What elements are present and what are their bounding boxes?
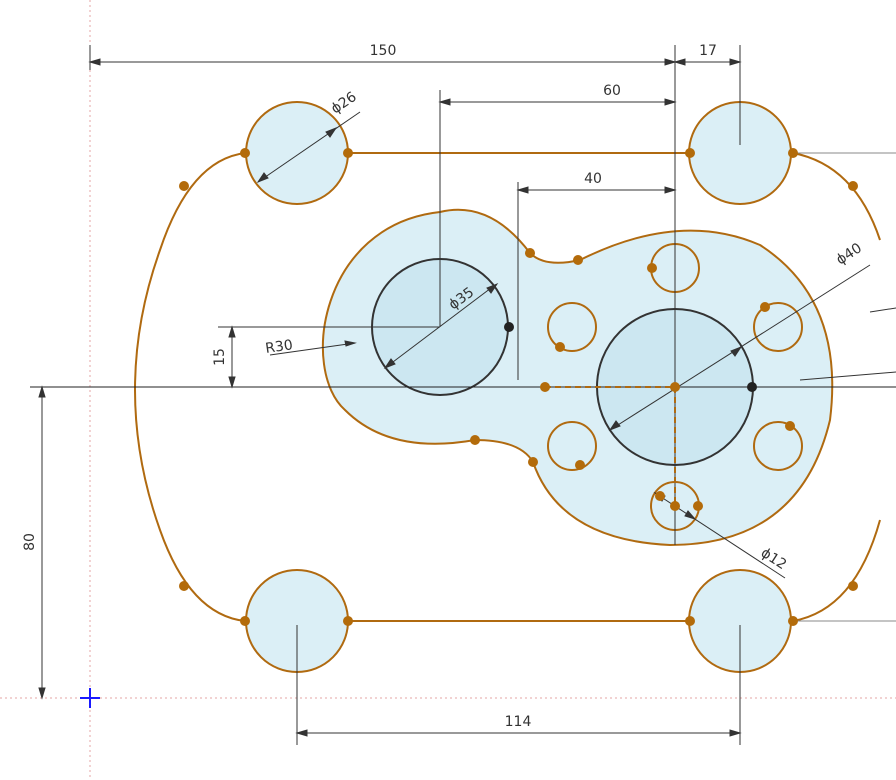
dimension-text-150: 150 — [370, 43, 397, 59]
dimension-text-80: 80 — [22, 533, 38, 551]
radius-text-30: R30 — [264, 337, 294, 357]
dimension-text-60: 60 — [603, 83, 621, 99]
dimension-text-114: 114 — [505, 714, 532, 730]
leader-line — [869, 307, 896, 313]
dimension-80[interactable] — [38, 385, 46, 700]
dimension-text-40: 40 — [584, 171, 602, 187]
diameter-text-26: ϕ26 — [328, 89, 359, 117]
dimension-114[interactable] — [295, 729, 742, 737]
radius-30-leader[interactable] — [269, 340, 357, 356]
black-points[interactable] — [504, 322, 757, 392]
small-hole[interactable] — [547, 421, 597, 471]
dimension-text-15: 15 — [212, 348, 228, 366]
dimension-60[interactable] — [438, 98, 677, 106]
small-hole[interactable] — [753, 421, 803, 471]
dimension-40[interactable] — [516, 186, 677, 194]
diameter-26-leader[interactable] — [256, 111, 361, 184]
small-hole[interactable] — [753, 302, 803, 352]
leader-line — [799, 371, 896, 381]
snap-points[interactable] — [179, 148, 858, 626]
dimension-150[interactable] — [88, 58, 677, 66]
diameter-35-leader[interactable] — [383, 282, 499, 370]
diameter-40-leader[interactable] — [608, 264, 871, 432]
diameter-text-12: ϕ12 — [758, 545, 789, 573]
dimension-17[interactable] — [673, 58, 742, 66]
dimension-15[interactable] — [228, 325, 236, 389]
origin-cross-icon — [80, 688, 100, 708]
small-hole[interactable] — [547, 302, 597, 352]
diameter-text-40: ϕ40 — [833, 240, 864, 268]
dimension-text-17: 17 — [699, 43, 717, 59]
outer-profile[interactable] — [134, 152, 881, 622]
boss-top-left[interactable] — [245, 101, 349, 205]
